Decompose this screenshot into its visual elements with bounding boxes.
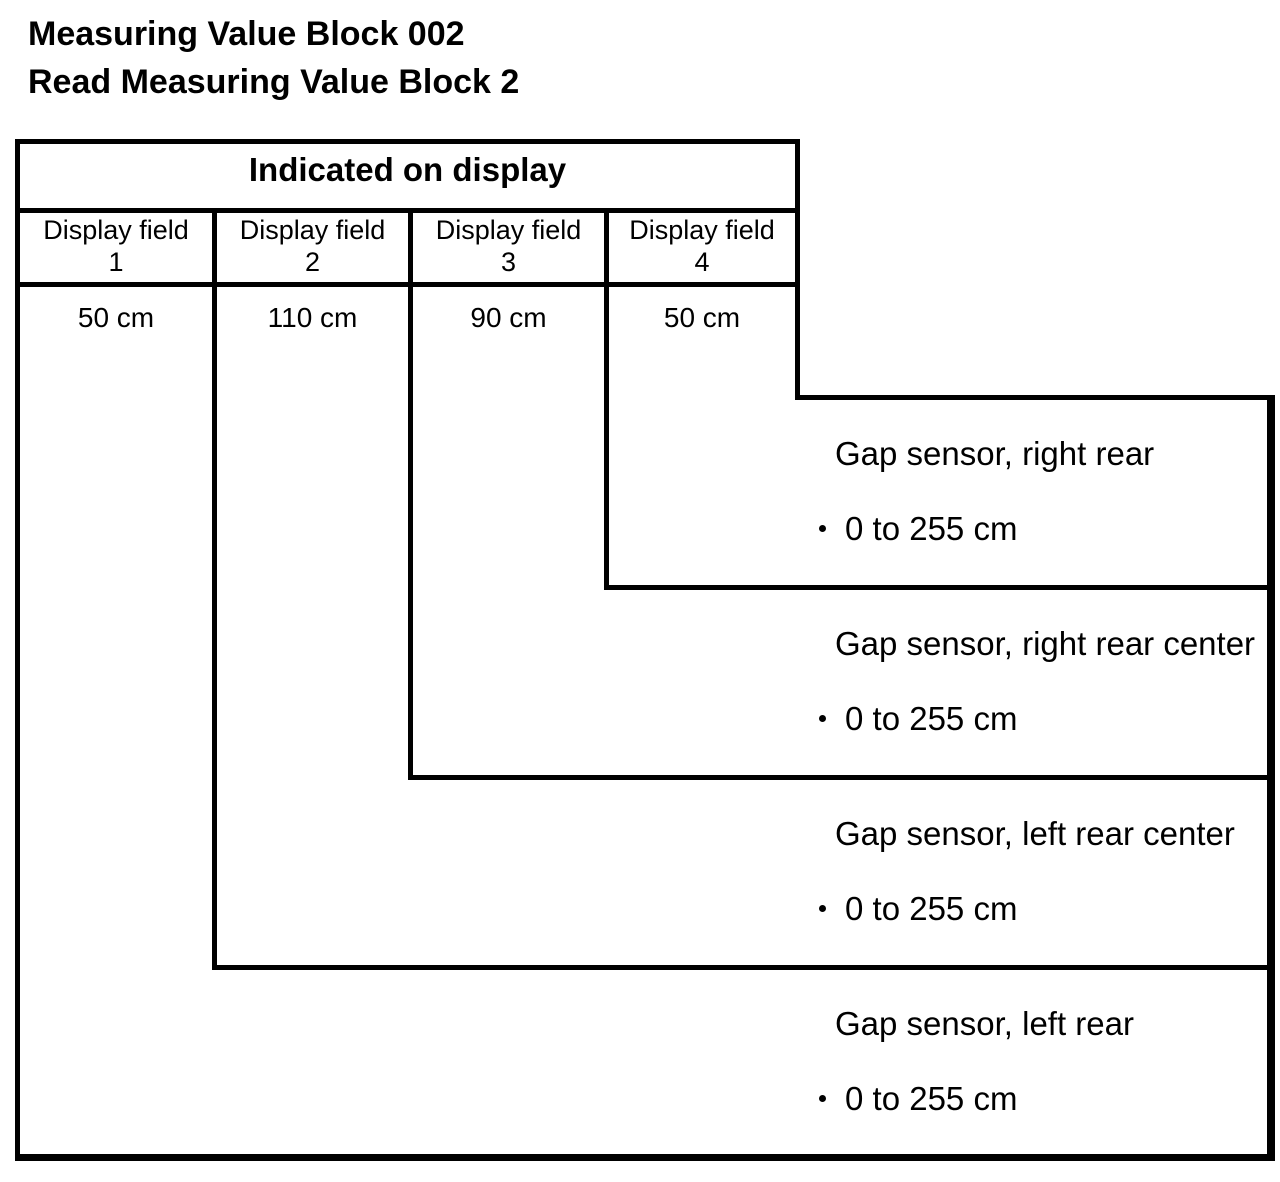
column-separator-2 xyxy=(408,208,413,780)
field-value-1: 50 cm xyxy=(77,302,155,333)
column-header-3: Display field 3 xyxy=(413,214,604,278)
bullet-icon xyxy=(819,1094,826,1102)
sensor-range-text: 0 to 255 cm xyxy=(845,700,1018,737)
column-header-title: Display field xyxy=(629,215,775,245)
diagram-bottom-border xyxy=(15,1154,1275,1161)
step-line-field2 xyxy=(408,775,1275,780)
sensor-label-field3: Gap sensor, right rear center xyxy=(835,625,1256,662)
title-line-2: Read Measuring Value Block 2 xyxy=(28,63,520,101)
column-separator-1 xyxy=(212,208,217,970)
page-title: Measuring Value Block 002 Read Measuring… xyxy=(28,10,519,106)
table-header-label: Indicated on display xyxy=(248,151,567,188)
sensor-label-field1: Gap sensor, left rear xyxy=(835,1005,1134,1042)
table-header-separator xyxy=(15,208,800,213)
step-line-field3 xyxy=(604,585,1275,590)
column-header-number: 3 xyxy=(500,247,517,277)
bullet-icon xyxy=(819,524,826,532)
field-value-2: 110 cm xyxy=(267,302,358,333)
sensor-range-field1: 0 to 255 cm xyxy=(819,1080,1017,1118)
sensor-label-field4: Gap sensor, right rear xyxy=(835,435,1155,472)
column-header-1: Display field 1 xyxy=(20,214,212,278)
field-value-3: 90 cm xyxy=(470,302,547,333)
sensor-range-field2: 0 to 255 cm xyxy=(819,890,1017,928)
step-line-field1 xyxy=(212,965,1275,970)
column-separator-3 xyxy=(604,208,609,590)
table-right-border xyxy=(795,139,800,400)
column-header-title: Display field xyxy=(239,215,386,245)
sensor-range-text: 0 to 255 cm xyxy=(845,1080,1018,1117)
column-header-title: Display field xyxy=(43,215,189,245)
sensor-range-field4: 0 to 255 cm xyxy=(819,510,1017,548)
title-line-1: Measuring Value Block 002 xyxy=(28,15,465,53)
column-header-number: 4 xyxy=(694,247,710,277)
column-header-2: Display field 2 xyxy=(217,214,408,278)
bullet-icon xyxy=(819,904,826,912)
sensor-range-text: 0 to 255 cm xyxy=(845,510,1018,547)
column-header-number: 2 xyxy=(304,247,321,277)
bullet-icon xyxy=(819,714,826,722)
sensor-label-field2: Gap sensor, left rear center xyxy=(835,815,1235,852)
column-header-4: Display field 4 xyxy=(609,214,795,278)
diagram-right-border xyxy=(1267,395,1275,1161)
step-line-field4 xyxy=(795,395,1275,400)
table-top-border xyxy=(15,139,800,144)
table-fieldrow-separator xyxy=(15,282,800,287)
column-header-title: Display field xyxy=(435,215,582,245)
sensor-range-field3: 0 to 255 cm xyxy=(819,700,1017,738)
sensor-range-text: 0 to 255 cm xyxy=(845,890,1018,927)
table-left-border xyxy=(15,139,20,1161)
column-header-number: 1 xyxy=(108,247,124,277)
field-value-4: 50 cm xyxy=(663,302,741,333)
